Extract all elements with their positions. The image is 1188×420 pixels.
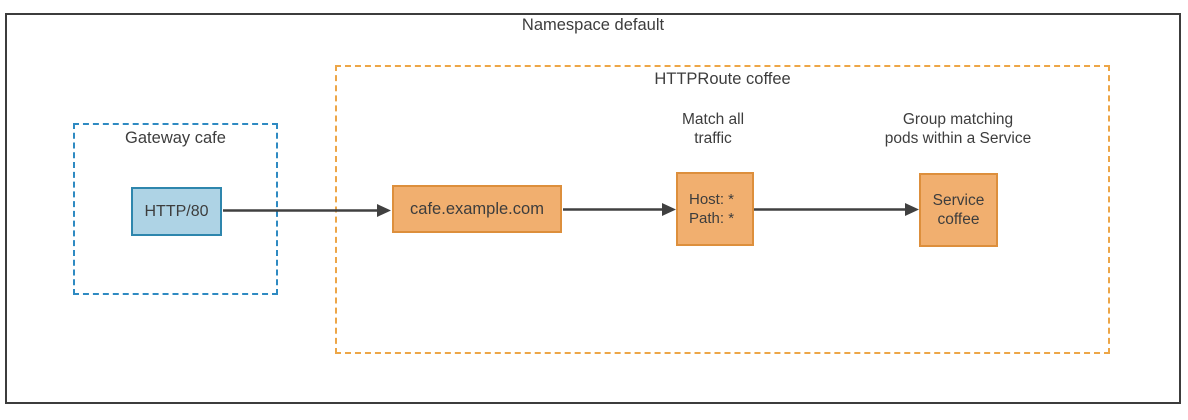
match-host-rule: Host: * bbox=[689, 191, 735, 208]
gateway-boundary-box: Gateway cafe bbox=[73, 123, 278, 295]
match-annotation: Match all traffic bbox=[632, 110, 794, 148]
service-label-line2: coffee bbox=[937, 211, 980, 228]
httproute-label: HTTPRoute coffee bbox=[654, 70, 791, 88]
namespace-title: Namespace default bbox=[521, 16, 665, 34]
gateway-listener-label: HTTP/80 bbox=[144, 202, 209, 220]
gateway-listener-node: HTTP/80 bbox=[131, 187, 222, 236]
match-path-rule: Path: * bbox=[689, 210, 735, 227]
match-rules-node: Host: * Path: * bbox=[676, 172, 754, 246]
service-node: Service coffee bbox=[919, 173, 998, 247]
match-annotation-line2: traffic bbox=[694, 130, 732, 147]
backend-annotation-line1: Group matching bbox=[902, 111, 1014, 128]
hostname-label: cafe.example.com bbox=[410, 199, 544, 218]
backend-annotation-line2: pods within a Service bbox=[884, 130, 1032, 147]
match-annotation-line1: Match all bbox=[681, 111, 745, 128]
backend-annotation: Group matching pods within a Service bbox=[857, 110, 1059, 148]
service-label-line1: Service bbox=[932, 192, 985, 209]
gateway-label: Gateway cafe bbox=[125, 129, 226, 147]
hostname-node: cafe.example.com bbox=[392, 185, 562, 233]
